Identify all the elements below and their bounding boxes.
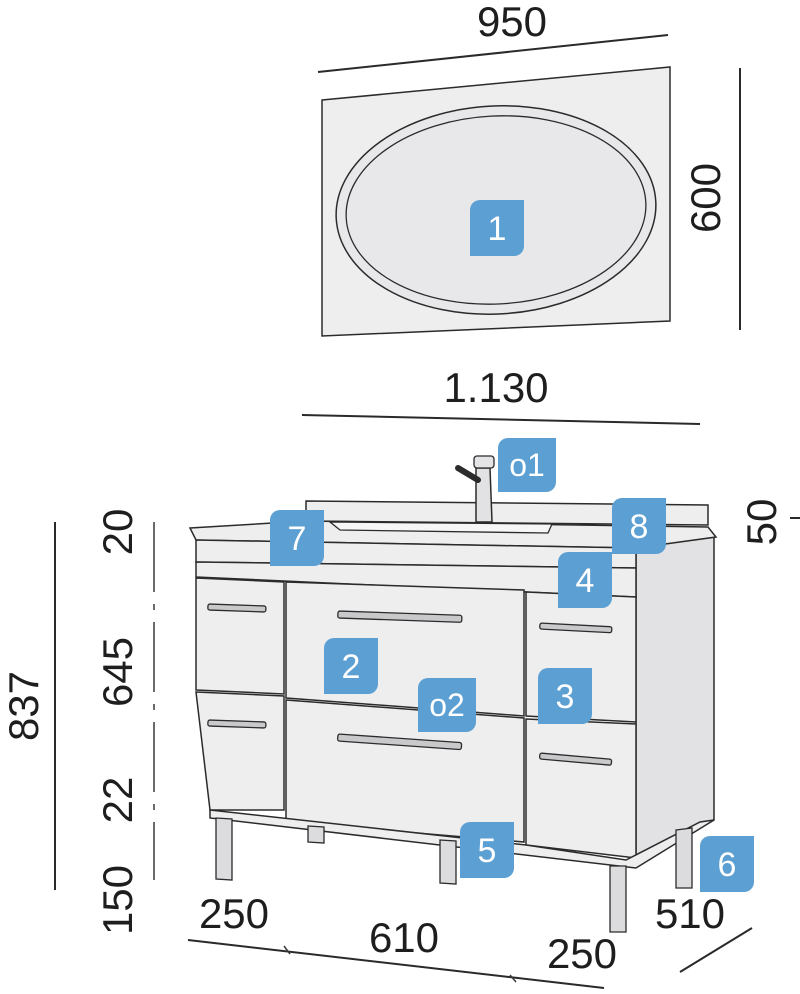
handle-center-bottom [336,733,463,751]
vanity-width-label: 1.130 [443,364,548,411]
faucet-lever [455,465,481,483]
tag-7-badge [270,510,324,566]
right-door-bottom [525,718,637,859]
depth-line [679,927,753,973]
tag-8-badge [612,498,666,554]
left-door-top [195,577,285,695]
tag-6: 6 [700,836,754,892]
left-door-bottom [195,691,285,811]
center-drawer-top [285,581,525,717]
tag-5-label: 5 [478,832,497,870]
bottom-tick-1 [283,945,291,955]
option-tag-2: o2 [418,678,476,732]
basin [328,521,553,534]
mirror-oval-inner [345,115,647,305]
tag-4-label: 4 [576,562,595,600]
vanity-width-line [301,414,701,425]
mirror-height-label: 600 [682,163,729,233]
worktop-thickness-label: 50 [738,499,785,546]
handle-left-bottom [207,719,267,729]
option-tag-2-label: o2 [429,687,465,723]
tag-2: 2 [324,638,378,694]
tag-3-badge [538,668,592,724]
tag-6-label: 6 [718,846,737,884]
leg-front-center [439,839,457,885]
tag-6-badge [700,836,754,892]
option-tag-1: o1 [498,438,556,492]
drawer-height-label: 645 [94,637,141,707]
depth-label: 510 [655,890,725,937]
center-module-label: 610 [369,914,439,961]
leg-front-right [609,865,627,933]
cabinet-side [635,536,715,862]
handle-left-top [207,603,267,613]
tag-1-label: 1 [488,210,507,248]
leg-back-right [675,827,693,889]
tag-3-label: 3 [556,678,575,716]
handle-center-top [337,610,463,623]
right-module-label: 250 [547,930,617,977]
mirror-width-line [317,34,669,73]
handle-right-bottom [538,752,613,766]
tag-2-label: 2 [342,648,361,686]
option-tag-2-badge [418,678,476,732]
tag-2-badge [324,638,378,694]
leg-back-left [307,825,325,844]
tag-8: 8 [612,498,666,554]
mirror-width-label: 950 [477,0,547,45]
tag-5: 5 [460,822,514,878]
top-band-label: 20 [94,509,141,556]
tag-3: 3 [538,668,592,724]
leg-front-left [215,817,233,881]
option-tag-1-badge [498,438,556,492]
left-module-label: 250 [199,890,269,937]
tag-1-badge [470,200,524,256]
plinth-gap-label: 22 [94,777,141,824]
tag-7: 7 [270,510,324,566]
tag-4-badge [558,552,612,608]
faucet-body [475,467,493,523]
faucet-spout [473,455,495,469]
faucet [455,455,495,523]
tag-1: 1 [470,200,524,256]
handle-right-top [539,622,613,634]
tag-5-badge [460,822,514,878]
bottom-tick-2 [509,974,517,983]
tag-4: 4 [558,552,612,608]
tag-8-label: 8 [630,508,649,546]
option-tag-1-label: o1 [509,447,545,483]
center-drawer-bottom [285,699,525,843]
bottom-width-line [187,939,605,989]
leg-height-label: 150 [94,865,141,935]
tag-7-label: 7 [288,520,307,558]
total-height-label: 837 [0,671,47,741]
